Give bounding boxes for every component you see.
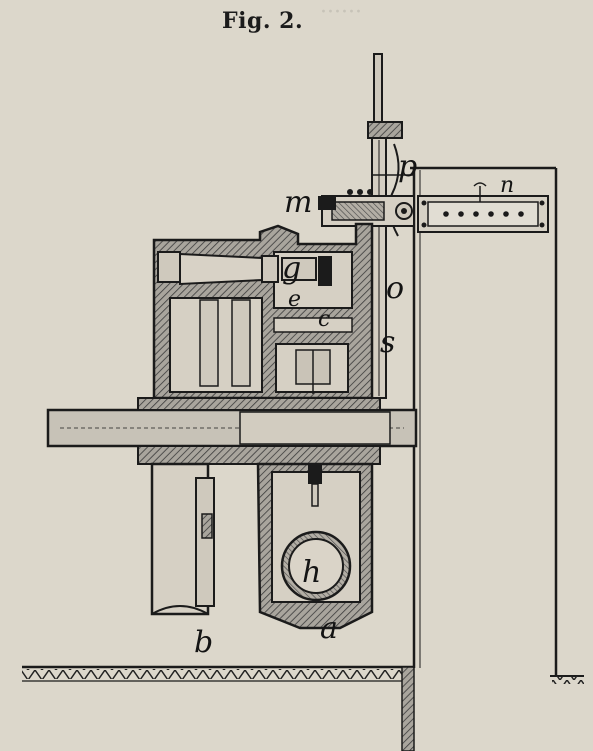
- bleed-through-text: ······: [320, 0, 362, 25]
- floor-line: [22, 665, 415, 751]
- linkage-m: [318, 189, 415, 227]
- label-g: g: [282, 251, 301, 286]
- label-m: m: [284, 185, 312, 220]
- label-b: b: [194, 625, 213, 660]
- tapered-bolt: [157, 251, 332, 286]
- pulley-b: [150, 462, 215, 616]
- figure-caption: Fig. 2.: [222, 8, 304, 34]
- lower-housing-a: [256, 462, 374, 630]
- label-o: o: [386, 271, 404, 306]
- main-housing: [152, 222, 374, 400]
- label-s: s: [380, 325, 395, 360]
- label-e: e: [288, 287, 301, 312]
- label-p: p: [398, 149, 417, 184]
- label-c: c: [318, 307, 330, 332]
- label-h: h: [302, 555, 321, 590]
- label-n: n: [500, 173, 514, 198]
- main-shaft: [46, 397, 418, 465]
- wall-bracket: [410, 166, 584, 684]
- indicator-box: [417, 182, 549, 233]
- label-a: a: [320, 611, 338, 646]
